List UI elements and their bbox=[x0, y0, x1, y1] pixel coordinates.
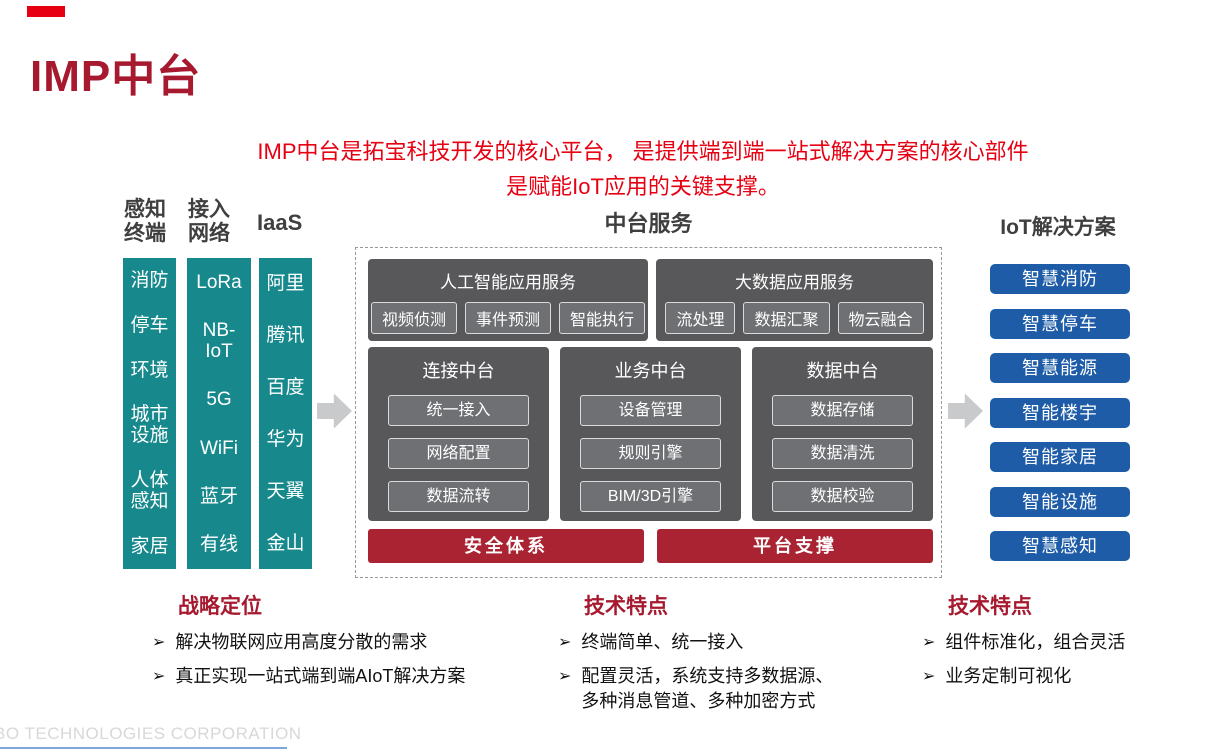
arrow-right-icon bbox=[948, 393, 983, 429]
list-item: 华为 bbox=[266, 428, 305, 450]
list-item: 停车 bbox=[130, 314, 169, 336]
bullet-text: 组件标准化，组合灵活 bbox=[945, 632, 1126, 652]
subtitle-line1: IMP中台是拓宝科技开发的核心平台， 是提供端到端一站式解决方案的核心部件 bbox=[257, 139, 1029, 164]
column-header-sensing-terminal: 感知 终端 bbox=[124, 198, 166, 245]
bullet-arrow-icon: ➢ bbox=[922, 668, 936, 685]
bullet-text: 配置灵活，系统支持多数据源、 多种消息管道、多种加密方式 bbox=[581, 666, 834, 711]
solution-item: 智慧能源 bbox=[990, 353, 1130, 383]
bullet-arrow-icon: ➢ bbox=[558, 668, 572, 685]
solution-item: 智慧感知 bbox=[990, 531, 1130, 561]
capability-chip: 数据流转 bbox=[387, 481, 530, 512]
bullet-arrow-icon: ➢ bbox=[152, 668, 166, 685]
bullet-arrow-icon: ➢ bbox=[922, 634, 936, 651]
iot-solutions-header: IoT解决方案 bbox=[1000, 216, 1116, 239]
list-item: 家居 bbox=[130, 536, 169, 558]
capability-chip: BIM/3D引擎 bbox=[579, 481, 722, 512]
bullet-text: 解决物联网应用高度分散的需求 bbox=[175, 632, 428, 652]
capability-chip: 网络配置 bbox=[387, 438, 530, 469]
column-header-iaas: IaaS bbox=[257, 210, 303, 235]
bullet-item: ➢ 解决物联网应用高度分散的需求 bbox=[152, 630, 465, 655]
tech-features-section-right: 技术特点 ➢ 组件标准化，组合灵活 ➢ 业务定制可视化 bbox=[922, 590, 1125, 698]
bigdata-app-services-box: 大数据应用服务 流处理 数据汇聚 物云融合 bbox=[656, 259, 933, 341]
box-title: 大数据应用服务 bbox=[735, 273, 854, 292]
list-item: 天翼 bbox=[266, 480, 305, 502]
tech-features-section-center: 技术特点 ➢ 终端简单、统一接入 ➢ 配置灵活，系统支持多数据源、 多种消息管道… bbox=[558, 590, 833, 723]
service-chip-row: 流处理 数据汇聚 物云融合 bbox=[656, 302, 933, 334]
section-heading: 技术特点 bbox=[948, 595, 1032, 618]
solution-item: 智慧停车 bbox=[990, 308, 1130, 339]
list-item: WiFi bbox=[200, 437, 238, 459]
section-heading: 技术特点 bbox=[584, 595, 668, 618]
service-chip: 物云融合 bbox=[837, 302, 924, 334]
access-network-column: LoRa NB- IoT 5G WiFi 蓝牙 有线 bbox=[187, 258, 251, 569]
platform-services-header: 中台服务 bbox=[604, 211, 693, 236]
box-title: 连接中台 bbox=[422, 361, 495, 381]
list-item: NB- IoT bbox=[202, 319, 236, 362]
bullet-item: ➢ 组件标准化，组合灵活 bbox=[922, 630, 1125, 655]
arrow-right-icon bbox=[317, 393, 352, 429]
platform-support-bar: 平台支撑 bbox=[657, 529, 933, 563]
accent-mark bbox=[27, 6, 65, 17]
service-chip: 智能执行 bbox=[559, 302, 646, 334]
list-item: 环境 bbox=[130, 359, 169, 381]
capability-chip: 规则引擎 bbox=[579, 438, 722, 469]
service-chip: 事件预测 bbox=[464, 302, 551, 334]
list-item: 5G bbox=[206, 389, 232, 411]
data-platform-box: 数据中台 数据存储 数据清洗 数据校验 bbox=[752, 347, 933, 521]
service-chip: 流处理 bbox=[665, 302, 736, 334]
solution-item: 智能家居 bbox=[990, 442, 1130, 472]
service-chip: 视频侦测 bbox=[370, 302, 457, 334]
capability-chip: 统一接入 bbox=[387, 395, 530, 426]
list-item: 蓝牙 bbox=[199, 485, 238, 507]
capability-chip: 数据校验 bbox=[771, 481, 914, 512]
bullet-item: ➢ 配置灵活，系统支持多数据源、 多种消息管道、多种加密方式 bbox=[558, 664, 833, 714]
service-chip-row: 视频侦测 事件预测 智能执行 bbox=[368, 302, 648, 334]
bullet-item: ➢ 真正实现一站式端到端AIoT解决方案 bbox=[152, 664, 465, 689]
list-item: 城市设施 bbox=[130, 404, 169, 447]
solution-item: 智能设施 bbox=[990, 486, 1130, 517]
ai-app-services-box: 人工智能应用服务 视频侦测 事件预测 智能执行 bbox=[368, 259, 648, 341]
bullet-arrow-icon: ➢ bbox=[558, 634, 572, 651]
list-item: 腾讯 bbox=[266, 325, 305, 347]
bullet-text: 真正实现一站式端到端AIoT解决方案 bbox=[175, 666, 466, 686]
platform-services-container: 人工智能应用服务 视频侦测 事件预测 智能执行 大数据应用服务 流处理 数据汇聚… bbox=[355, 247, 942, 578]
business-platform-box: 业务中台 设备管理 规则引擎 BIM/3D引擎 bbox=[560, 347, 741, 521]
security-system-bar: 安全体系 bbox=[368, 529, 644, 563]
list-item: 阿里 bbox=[266, 273, 305, 295]
bullet-item: ➢ 业务定制可视化 bbox=[922, 664, 1125, 689]
column-header-access-network: 接入 网络 bbox=[188, 198, 230, 245]
iaas-column: 阿里 腾讯 百度 华为 天翼 金山 bbox=[259, 258, 312, 569]
box-title: 业务中台 bbox=[614, 361, 687, 381]
sensing-terminal-column: 消防 停车 环境 城市设施 人体感知 家居 bbox=[123, 258, 176, 569]
bullet-text: 终端简单、统一接入 bbox=[581, 632, 744, 652]
solution-item: 智慧消防 bbox=[990, 264, 1130, 294]
page-title: IMP中台 bbox=[30, 52, 202, 101]
strategy-section: 战略定位 ➢ 解决物联网应用高度分散的需求 ➢ 真正实现一站式端到端AIoT解决… bbox=[152, 590, 465, 698]
subtitle: IMP中台是拓宝科技开发的核心平台， 是提供端到端一站式解决方案的核心部件 是赋… bbox=[0, 134, 1228, 204]
footer-accent-line bbox=[0, 747, 287, 749]
list-item: 金山 bbox=[266, 532, 305, 554]
watermark: BO TECHNOLOGIES CORPORATION bbox=[0, 724, 302, 743]
subtitle-line2: 是赋能IoT应用的关键支撑。 bbox=[506, 174, 780, 199]
capability-chip: 设备管理 bbox=[579, 395, 722, 426]
iot-solutions-column: 智慧消防 智慧停车 智慧能源 智能楼宇 智能家居 智能设施 智慧感知 bbox=[990, 264, 1130, 561]
box-title: 数据中台 bbox=[806, 361, 879, 381]
list-item: 有线 bbox=[199, 534, 238, 556]
box-title: 人工智能应用服务 bbox=[440, 273, 576, 292]
capability-chip: 数据存储 bbox=[771, 395, 914, 426]
connection-platform-box: 连接中台 统一接入 网络配置 数据流转 bbox=[368, 347, 549, 521]
bullet-text: 业务定制可视化 bbox=[945, 666, 1072, 686]
bullet-arrow-icon: ➢ bbox=[152, 634, 166, 651]
list-item: 人体感知 bbox=[130, 470, 169, 513]
list-item: 消防 bbox=[130, 269, 169, 291]
section-heading: 战略定位 bbox=[178, 595, 262, 618]
capability-chip: 数据清洗 bbox=[771, 438, 914, 469]
bullet-item: ➢ 终端简单、统一接入 bbox=[558, 630, 833, 655]
list-item: 百度 bbox=[266, 377, 305, 399]
solution-item: 智能楼宇 bbox=[990, 397, 1130, 428]
list-item: LoRa bbox=[196, 271, 242, 293]
service-chip: 数据汇聚 bbox=[743, 302, 830, 334]
middle-platform-row: 连接中台 统一接入 网络配置 数据流转 业务中台 设备管理 规则引擎 BIM/3… bbox=[368, 347, 933, 521]
